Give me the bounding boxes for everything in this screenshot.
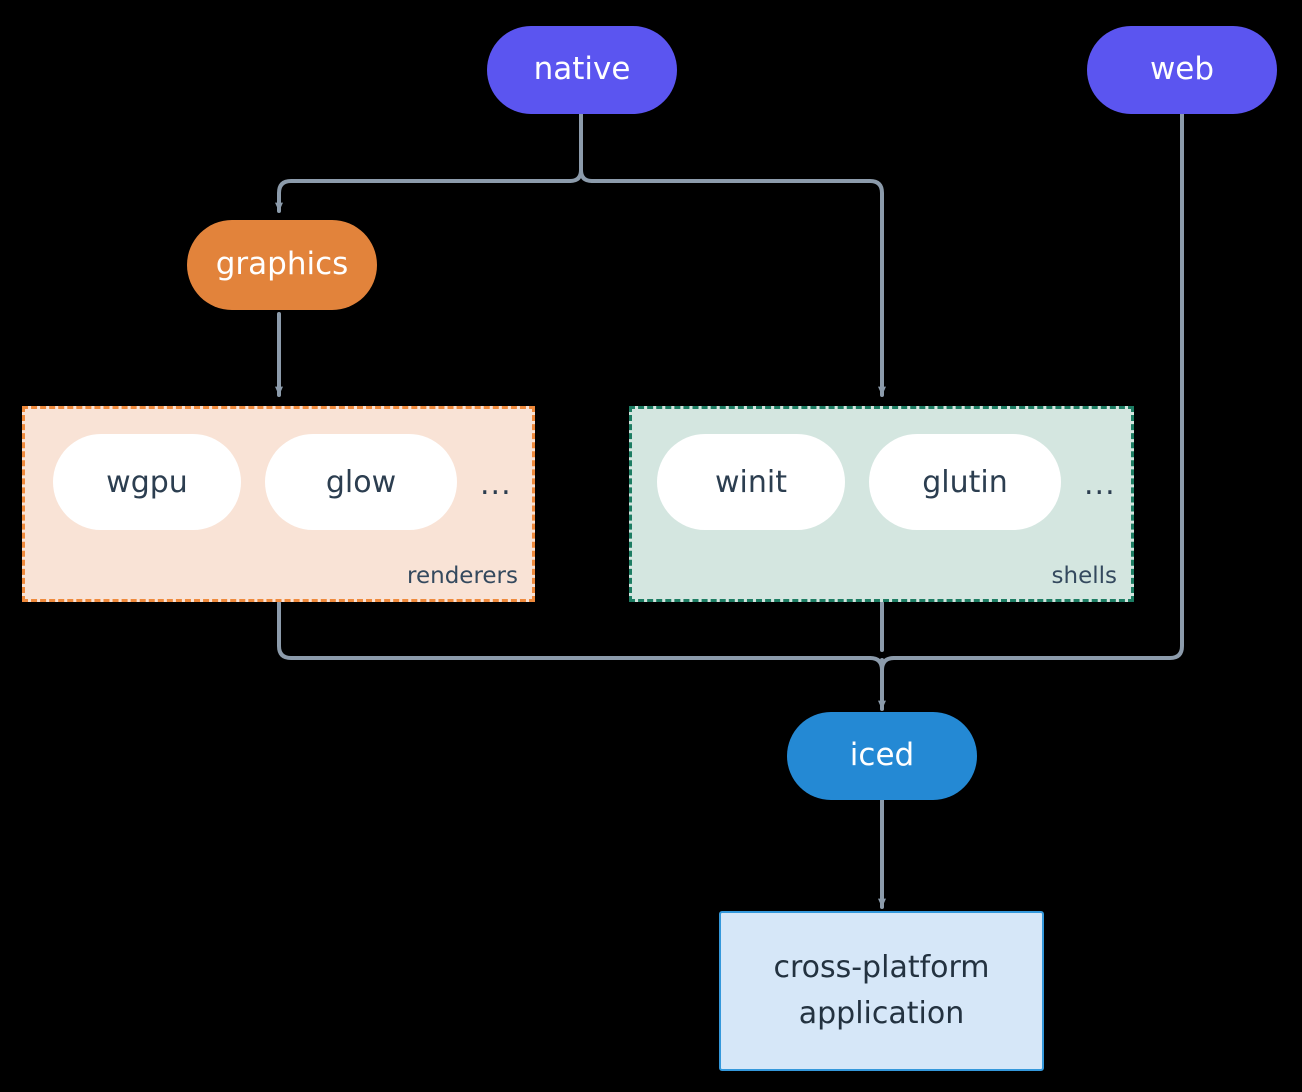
edge-native-trunk-right — [579, 168, 594, 183]
edge-merge-right-join — [880, 656, 896, 672]
application-label-line1: cross-platform — [773, 949, 990, 985]
chip-glutin[interactable]: glutin — [869, 434, 1061, 530]
chip-winit[interactable]: winit — [657, 434, 845, 530]
edge-native-trunk — [568, 110, 583, 183]
node-web[interactable]: web — [1087, 26, 1277, 114]
chip-wgpu[interactable]: wgpu — [53, 434, 241, 530]
chip-glow-label: glow — [325, 464, 397, 500]
group-renderers-label: renderers — [407, 563, 518, 589]
edge-merge-left-join — [868, 656, 884, 672]
edge-native-to-shells — [590, 179, 886, 397]
shells-overflow-ellipsis: ... — [1084, 467, 1116, 502]
group-shells-label: shells — [1051, 563, 1117, 589]
group-shells: winit glutin ... shells — [629, 406, 1134, 602]
node-graphics[interactable]: graphics — [187, 220, 377, 310]
renderers-overflow-ellipsis: ... — [480, 467, 512, 502]
chip-wgpu-label: wgpu — [106, 464, 188, 500]
node-web-label: web — [1149, 51, 1215, 88]
edge-native-to-graphics — [275, 179, 572, 213]
node-iced[interactable]: iced — [787, 712, 977, 800]
edge-renderers-to-iced — [277, 601, 872, 660]
chip-glow[interactable]: glow — [265, 434, 457, 530]
chip-glutin-label: glutin — [922, 464, 1008, 500]
node-iced-label: iced — [849, 737, 915, 774]
node-graphics-label: graphics — [215, 246, 349, 283]
node-native-label: native — [533, 51, 631, 88]
group-renderers: wgpu glow ... renderers — [22, 406, 535, 602]
node-cross-platform-application[interactable]: cross-platform application — [719, 911, 1044, 1071]
application-label-line2: application — [798, 996, 965, 1031]
chip-winit-label: winit — [715, 464, 787, 500]
node-native[interactable]: native — [487, 26, 677, 114]
